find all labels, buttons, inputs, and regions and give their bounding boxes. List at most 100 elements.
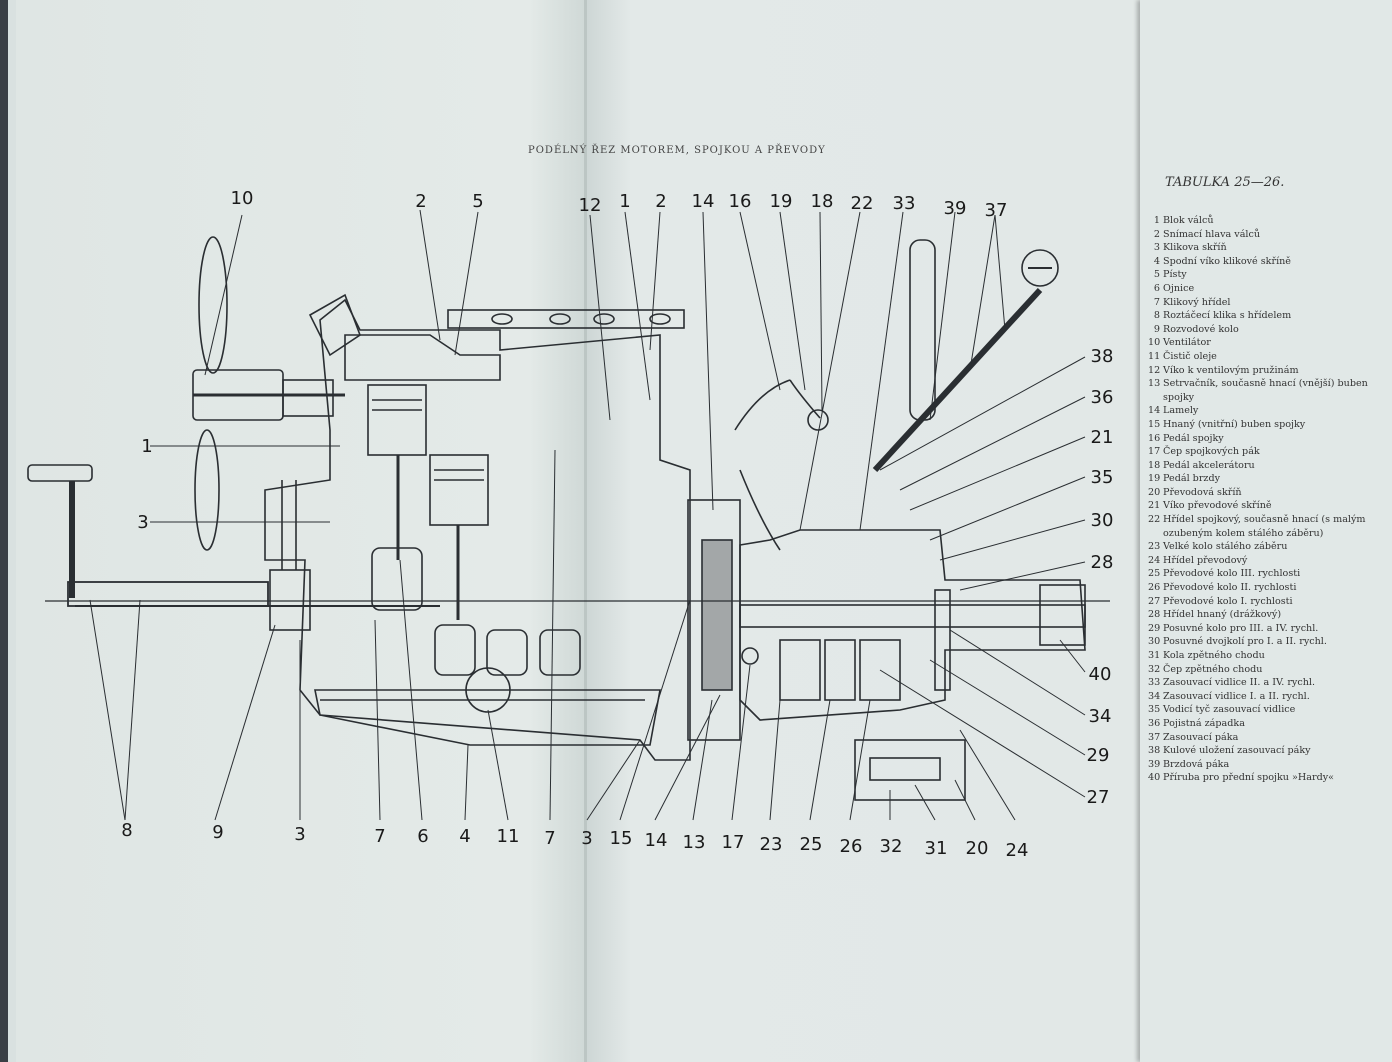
legend-item-number: 2 xyxy=(1153,228,1160,240)
legend-item-number: 9 xyxy=(1153,323,1160,335)
callout-label: 14 xyxy=(691,191,715,212)
callout-label: 20 xyxy=(965,838,989,859)
callout-label: 27 xyxy=(1086,787,1110,808)
callout-label: 3 xyxy=(137,512,149,533)
callout-label: 3 xyxy=(581,828,593,849)
page-fold xyxy=(584,0,587,1062)
legend-item-number: 26 xyxy=(1148,582,1161,594)
cylinder-head xyxy=(344,334,501,381)
callout-label: 33 xyxy=(892,193,916,214)
callout-label: 26 xyxy=(839,836,863,857)
air-intake xyxy=(308,293,361,357)
legend-item-number: 25 xyxy=(1148,568,1161,580)
legend-item-number: 8 xyxy=(1153,310,1160,322)
callout-label: 35 xyxy=(1090,467,1114,488)
callout-label: 28 xyxy=(1090,552,1114,573)
callout-label: 22 xyxy=(850,193,874,214)
legend-item-text: Klikový hřídel xyxy=(1163,296,1231,308)
crank-handle-knob xyxy=(27,464,93,482)
legend-item-number: 37 xyxy=(1148,731,1161,743)
callout-label: 10 xyxy=(230,188,254,209)
legend-item-text: Zasouvací vidlice II. a IV. rychl. xyxy=(1163,677,1316,689)
legend-item-number: 10 xyxy=(1148,337,1161,349)
callout-label: 24 xyxy=(1005,840,1029,861)
legend-item-number: 20 xyxy=(1148,486,1161,498)
engine-cross-section-drawing xyxy=(27,209,1110,821)
legend-item-number: 36 xyxy=(1148,717,1161,729)
legend-item-text: Pojistná západka xyxy=(1163,717,1245,729)
callout-label: 7 xyxy=(374,826,386,847)
callout-label: 13 xyxy=(682,832,706,853)
gear-3 xyxy=(859,639,901,701)
legend-item-text: Zasouvací vidlice I. a II. rychl. xyxy=(1163,690,1310,702)
callout-label: 6 xyxy=(417,826,429,847)
callout-label: 16 xyxy=(728,191,752,212)
callout-label: 40 xyxy=(1088,664,1112,685)
legend-item-text: Kola zpětného chodu xyxy=(1163,650,1265,661)
crank-counterweight-4 xyxy=(539,629,581,676)
clutch-lever-pin xyxy=(741,647,759,665)
piston-1 xyxy=(367,384,427,456)
legend-item-text: Rozvodové kolo xyxy=(1163,323,1239,335)
legend-item-text: Pedál spojky xyxy=(1163,432,1224,444)
legend-item-text: Hřídel hnaný (drážkový) xyxy=(1163,609,1282,621)
gear-1 xyxy=(779,639,821,701)
gear-lever-knob xyxy=(1021,249,1059,287)
callout-label: 39 xyxy=(943,198,967,219)
legend-item-number: 32 xyxy=(1148,663,1161,675)
legend-item-number: 24 xyxy=(1148,554,1161,566)
legend-item-text: Zasouvací páka xyxy=(1163,731,1239,743)
callout-label: 17 xyxy=(721,832,745,853)
legend-item-text: Posuvné kolo pro III. a IV. rychl. xyxy=(1163,622,1319,634)
reverse-gear-housing xyxy=(854,739,966,801)
callout-label: 9 xyxy=(212,822,224,843)
legend-item-number: 40 xyxy=(1148,772,1161,784)
legend-item-text: Hřídel převodový xyxy=(1163,554,1248,566)
legend-item-text: Příruba pro přední spojku »Hardy« xyxy=(1163,772,1335,784)
legend-item-number: 14 xyxy=(1148,405,1161,417)
callout-label: 37 xyxy=(984,200,1008,221)
legend-item-number: 27 xyxy=(1148,595,1161,607)
legend-item-number: 18 xyxy=(1148,459,1161,471)
callout-label: 8 xyxy=(121,820,133,841)
legend-item-text: Snímací hlava válců xyxy=(1163,228,1261,240)
legend-item-number: 39 xyxy=(1148,758,1161,770)
gear-2 xyxy=(824,639,856,701)
legend-item-number: 21 xyxy=(1148,500,1161,512)
legend-item-number: 35 xyxy=(1148,704,1161,716)
legend-item-number: 16 xyxy=(1148,432,1161,444)
legend-item-text: Převodová skříň xyxy=(1163,486,1242,498)
legend-item-text: Ventilátor xyxy=(1163,337,1211,349)
legend-item-number: 23 xyxy=(1148,541,1161,553)
callout-label: 5 xyxy=(472,191,484,212)
fan-blade-top xyxy=(198,236,228,374)
right-page xyxy=(586,0,1146,1062)
callout-label: 11 xyxy=(496,826,520,847)
legend-item-text: Čistič oleje xyxy=(1163,350,1217,362)
callout-label: 31 xyxy=(924,838,948,859)
page-title: PODÉLNÝ ŘEZ MOTOREM, SPOJKOU A PŘEVODY xyxy=(528,145,826,156)
legend-item-text: Klikova skříň xyxy=(1163,242,1227,254)
callout-label: 38 xyxy=(1090,346,1114,367)
